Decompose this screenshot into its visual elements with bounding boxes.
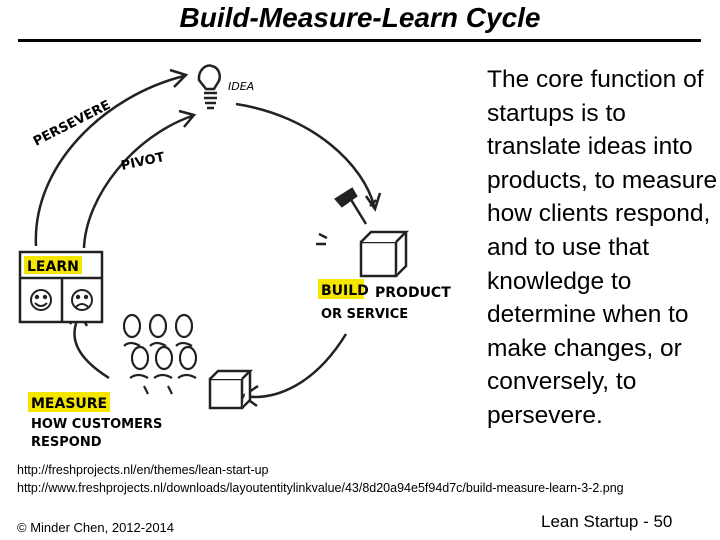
source-url-1[interactable]: http://freshprojects.nl/en/themes/lean-s… [17, 463, 269, 477]
lightbulb-icon [197, 64, 221, 110]
copyright-footer: © Minder Chen, 2012-2014 [17, 520, 175, 535]
learn-label: LEARN [27, 259, 79, 275]
hammer-icon [316, 187, 377, 246]
how-customers-label: HOW CUSTOMERS [31, 417, 162, 432]
or-service-label: OR SERVICE [321, 307, 408, 322]
persevere-label: PERSEVERE [31, 98, 113, 150]
measure-highlight [28, 392, 110, 412]
product-box-icon [359, 230, 410, 278]
happy-face-icon [30, 289, 52, 311]
learn-panel [18, 250, 104, 324]
cycle-arrow-measure [243, 333, 348, 399]
sad-face-icon [71, 289, 93, 311]
build-measure-learn-sketch: IDEA BUILD PRODUCT OR SERVICE MEASURE HO… [18, 64, 451, 450]
cycle-arrow-build [235, 102, 376, 207]
persevere-arrow [34, 74, 185, 247]
slide-body-text: The core function of startups is to tran… [487, 66, 718, 429]
slide-number-footer: Lean Startup - 50 [541, 512, 673, 531]
product-label: PRODUCT [375, 285, 451, 301]
customers-group-icon [122, 313, 198, 395]
respond-label: RESPOND [31, 435, 102, 450]
source-url-2[interactable]: http://www.freshprojects.nl/downloads/la… [17, 481, 624, 495]
small-product-box-icon [208, 369, 254, 410]
idea-label: IDEA [228, 80, 254, 93]
cycle-arrow-learn [73, 315, 110, 380]
build-highlight [318, 279, 364, 299]
pivot-arrow [82, 114, 193, 249]
build-label: BUILD [321, 283, 369, 299]
title-underline [18, 39, 701, 42]
pivot-label: PIVOT [120, 150, 166, 174]
measure-label: MEASURE [31, 396, 107, 412]
slide-title: Build-Measure-Learn Cycle [179, 2, 541, 33]
